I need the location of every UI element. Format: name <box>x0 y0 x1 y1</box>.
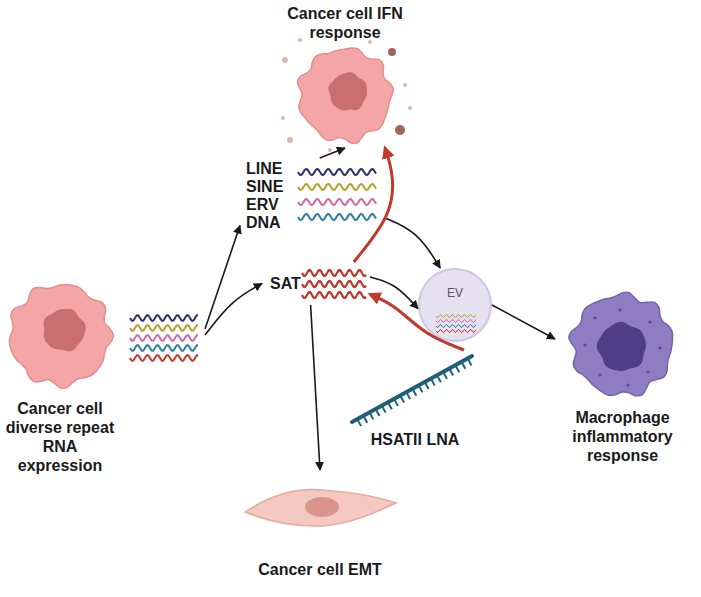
cytokine-dot <box>287 137 293 143</box>
granule <box>648 320 651 323</box>
repeat-rna <box>130 169 476 361</box>
rna-strand <box>130 325 198 331</box>
ifn-cell: Cancer cell IFN response <box>265 0 425 148</box>
cytokine-dot <box>388 48 396 56</box>
rna-strand <box>130 345 198 351</box>
rna-strand <box>436 315 476 318</box>
sat-group: SAT <box>262 262 370 305</box>
granule <box>658 346 661 349</box>
rna-strand <box>298 184 376 190</box>
lna-base <box>357 419 361 426</box>
lna-base <box>406 392 410 399</box>
node-label: Cancer cell diverse repeat RNA expressio… <box>5 399 115 475</box>
lna-base <box>468 358 472 365</box>
rna-strand <box>436 330 476 333</box>
lna-bases <box>357 358 471 426</box>
flow-arrow <box>320 148 345 158</box>
emt-cell-node: Cancer cell EMT <box>240 470 400 585</box>
flow-arrow <box>370 277 418 309</box>
granule <box>598 373 601 376</box>
emt-nucleus <box>305 497 339 517</box>
repeat-group: LINE SINE ERV DNA <box>240 158 385 233</box>
cell-body <box>297 48 393 143</box>
lna-base <box>425 382 429 389</box>
flow-arrow <box>205 284 262 336</box>
rna-strand <box>130 315 198 321</box>
cell-body <box>569 292 673 395</box>
cell-body <box>9 285 113 389</box>
node-label: Cancer cell EMT <box>245 560 395 579</box>
lna-base <box>394 399 398 406</box>
cytokine-dot <box>395 125 405 135</box>
cytokine-dot <box>298 38 302 42</box>
granule <box>593 316 596 319</box>
lna-base <box>382 406 386 413</box>
inhibition-arrow <box>354 148 393 262</box>
cell-nucleus <box>328 72 367 110</box>
lna-base <box>400 395 404 402</box>
node-label: Macrophage inflammatory response <box>560 408 685 465</box>
lna-base <box>412 389 416 396</box>
macrophage: Macrophage inflammatory response <box>555 285 690 465</box>
rna-strand <box>302 281 366 287</box>
node-label: SAT <box>270 274 310 293</box>
lna-base <box>376 409 380 416</box>
granule <box>583 343 586 346</box>
rna-strand <box>298 199 376 205</box>
granule <box>626 383 629 386</box>
rna-strand <box>130 335 198 341</box>
flow-arrow <box>492 305 555 339</box>
lna-base <box>455 365 459 372</box>
lna-base <box>437 375 441 382</box>
cancer-cell: Cancer cell diverse repeat RNA expressio… <box>0 275 205 475</box>
lna-base <box>443 372 447 379</box>
cytokine-dot <box>281 116 285 120</box>
granule <box>618 308 621 311</box>
cell-nucleus <box>44 309 86 351</box>
lna-base <box>419 385 423 392</box>
cytokine-dot <box>403 83 407 87</box>
rna-strand <box>298 169 376 175</box>
rna-strand <box>302 270 366 276</box>
flow-arrow <box>385 218 440 268</box>
ev-node: EV <box>418 268 492 342</box>
cytokine-dot <box>282 57 288 63</box>
cell-nucleus <box>597 322 646 371</box>
lna-base <box>449 369 453 376</box>
ev-vesicle <box>419 269 491 341</box>
rna-strand <box>436 325 476 328</box>
lna-base <box>462 362 466 369</box>
node-label: HSATII LNA <box>348 430 483 449</box>
rna-strand <box>130 355 198 361</box>
granule <box>646 370 649 373</box>
node-label: LINE SINE ERV DNA <box>246 160 294 232</box>
cell-drawings <box>9 38 672 396</box>
rna-strand <box>436 320 476 323</box>
lna-base <box>431 379 435 386</box>
node-label: Cancer cell IFN response <box>280 4 410 42</box>
lna-node: HSATII LNA <box>345 350 485 465</box>
rna-strand <box>298 214 376 220</box>
flow-arrow <box>311 305 320 470</box>
emt-cell <box>245 490 396 527</box>
node-label: EV <box>435 284 475 303</box>
lna-oligo <box>352 356 472 422</box>
cytokine-dot <box>328 148 332 152</box>
inhibition-arrow <box>370 294 464 350</box>
lna-base <box>363 416 367 423</box>
rna-strand <box>302 292 366 298</box>
lna-base <box>388 402 392 409</box>
lna-base <box>370 412 374 419</box>
cytokine-dot <box>408 106 412 110</box>
